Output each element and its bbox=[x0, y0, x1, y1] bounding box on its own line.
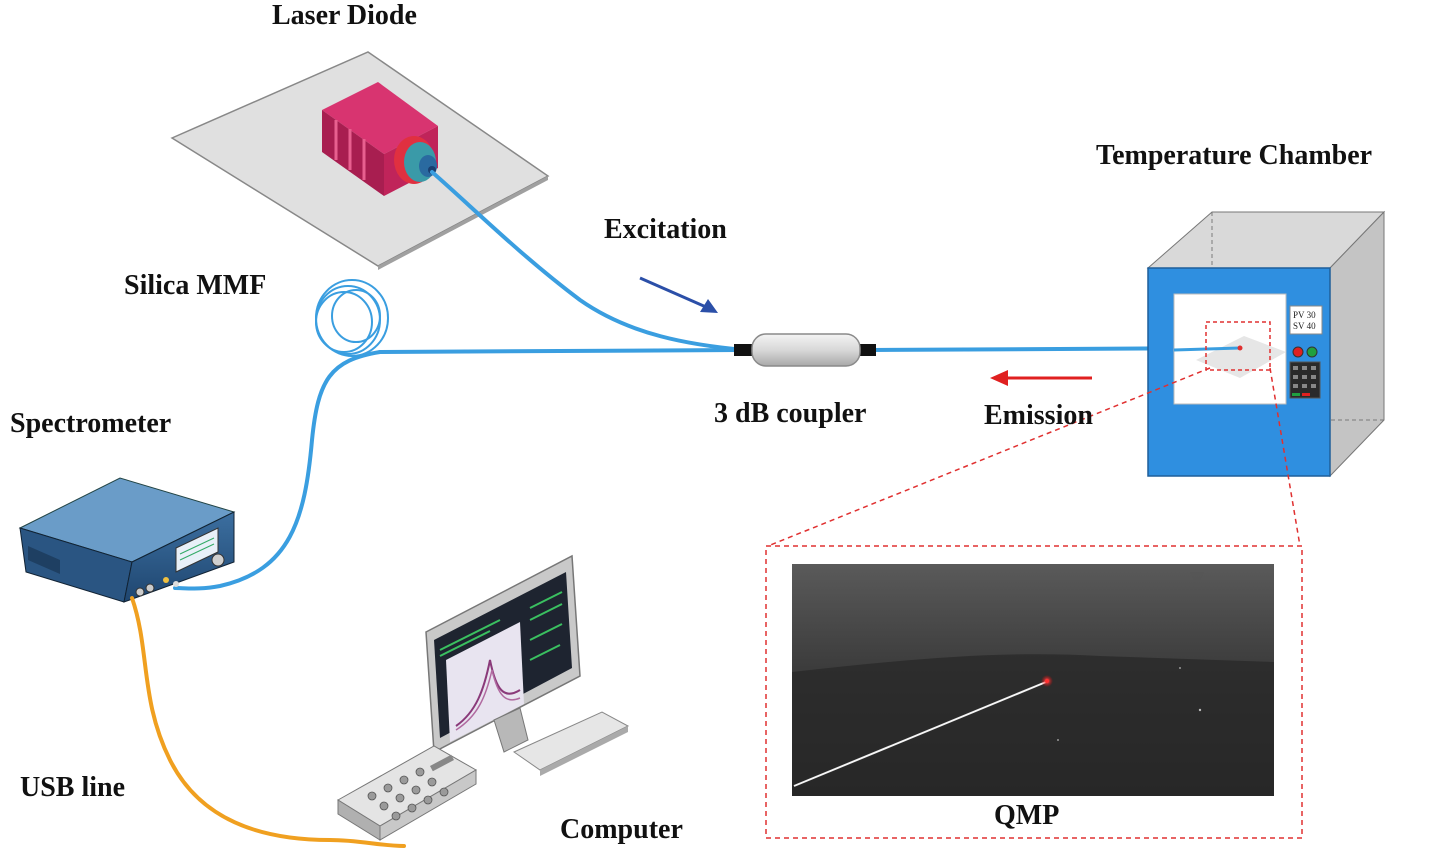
laser-diode bbox=[170, 51, 550, 270]
spectrometer-label: Spectrometer bbox=[10, 408, 172, 439]
sv-readout: SV 40 bbox=[1293, 321, 1316, 331]
silica-mmf-label: Silica MMF bbox=[124, 270, 267, 301]
temperature-chamber: PV 30 SV 40 bbox=[1146, 210, 1386, 478]
emission-arrow bbox=[990, 370, 1092, 386]
main-fiber bbox=[378, 348, 742, 354]
computer bbox=[337, 554, 630, 841]
spectrometer-fiber bbox=[173, 350, 382, 591]
coupler bbox=[734, 333, 876, 367]
zoom-connector bbox=[765, 367, 1303, 839]
control-unit bbox=[337, 745, 477, 841]
spectrometer bbox=[18, 477, 236, 603]
computer-label: Computer bbox=[560, 814, 683, 845]
qmp-photo bbox=[792, 564, 1274, 796]
excitation-arrow bbox=[639, 276, 718, 313]
coupler-label: 3 dB coupler bbox=[714, 398, 867, 429]
silica-mmf-coil bbox=[315, 279, 389, 357]
excitation-fiber bbox=[430, 170, 747, 352]
usb-line-label: USB line bbox=[20, 772, 126, 803]
excitation-label: Excitation bbox=[604, 214, 727, 245]
emission-label: Emission bbox=[984, 400, 1093, 431]
usb-cable bbox=[130, 596, 406, 848]
laser-diode-label: Laser Diode bbox=[272, 0, 417, 31]
chamber-controller: PV 30 SV 40 bbox=[1289, 305, 1323, 399]
keyboard bbox=[512, 711, 630, 771]
fiber-network bbox=[173, 170, 1240, 591]
chamber-zoom-marker bbox=[1205, 321, 1271, 371]
qmp-label: QMP bbox=[994, 800, 1060, 831]
pv-readout: PV 30 bbox=[1293, 310, 1316, 320]
temperature-chamber-label: Temperature Chamber bbox=[1096, 140, 1373, 171]
